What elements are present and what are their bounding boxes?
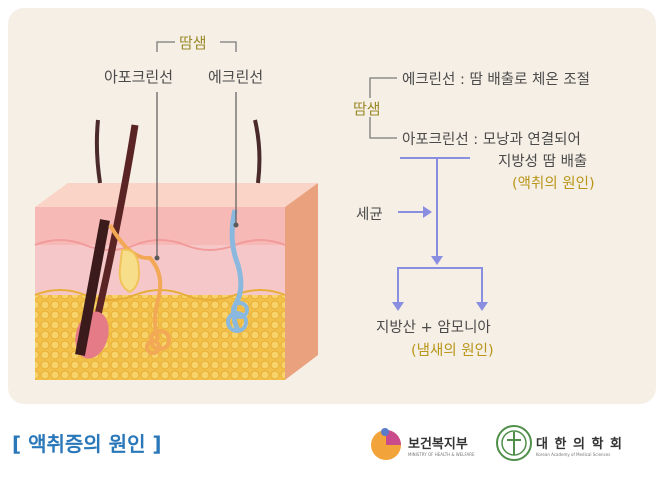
- figure-caption: [ 액취증의 원인 ]: [12, 432, 162, 456]
- hair-right: [253, 119, 262, 184]
- kams-subtitle: Korean Academy of Medical Sciences: [536, 452, 611, 457]
- eccrine-duct: [229, 209, 244, 332]
- apocrine-label: 아포크린선: [104, 68, 174, 86]
- result-cause: (냄새의 원인): [411, 343, 494, 359]
- bracket-right: [369, 77, 397, 139]
- right-sweat-label: 땀샘: [353, 100, 381, 118]
- bracket-sweat: [156, 41, 237, 52]
- apocrine-cause: (액취의 원인): [512, 176, 595, 192]
- flow-split: [397, 267, 483, 305]
- mohw-name: 보건복지부: [408, 437, 468, 452]
- apocrine-description: 아포크린선 : 모낭과 연결되어: [402, 132, 581, 148]
- hair-left: [94, 119, 102, 184]
- kams-name: 대 한 의 학 회: [536, 437, 623, 452]
- eccrine-description: 에크린선 : 땀 배출로 체온 조절: [402, 72, 591, 88]
- bacteria-label: 세균: [356, 207, 383, 223]
- eccrine-label: 에크린선: [208, 68, 264, 86]
- result-label: 지방산 + 암모니아: [376, 320, 491, 336]
- sweat-gland-label: 땀샘: [179, 34, 207, 52]
- apocrine-description-2: 지방성 땀 배출: [498, 154, 588, 170]
- mohw-subtitle: MINISTRY OF HEALTH & WELFARE: [408, 452, 475, 457]
- sebaceous-gland: [118, 248, 140, 294]
